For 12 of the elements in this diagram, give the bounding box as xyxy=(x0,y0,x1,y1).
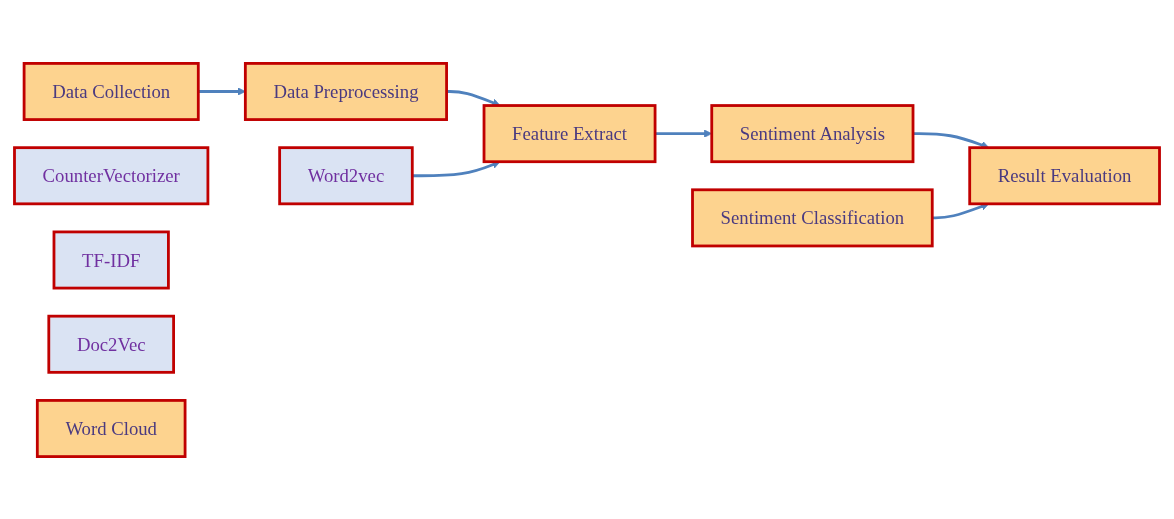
node-box: Doc2Vec xyxy=(47,314,175,374)
node-box: Result Evaluation xyxy=(968,145,1161,205)
node-box: Word2vec xyxy=(278,145,414,205)
node-box: Data Preprocessing xyxy=(243,61,448,121)
node-box: Feature Extract xyxy=(482,103,657,163)
node-box: TF-IDF xyxy=(52,230,170,289)
arrow xyxy=(198,86,246,96)
node-box: CounterVectorizer xyxy=(13,145,210,205)
node-box: Word Cloud xyxy=(35,398,187,458)
node-box: Sentiment Classification xyxy=(691,187,934,247)
node-box: Sentiment Analysis xyxy=(710,103,915,163)
node-box: Data Collection xyxy=(22,61,200,121)
